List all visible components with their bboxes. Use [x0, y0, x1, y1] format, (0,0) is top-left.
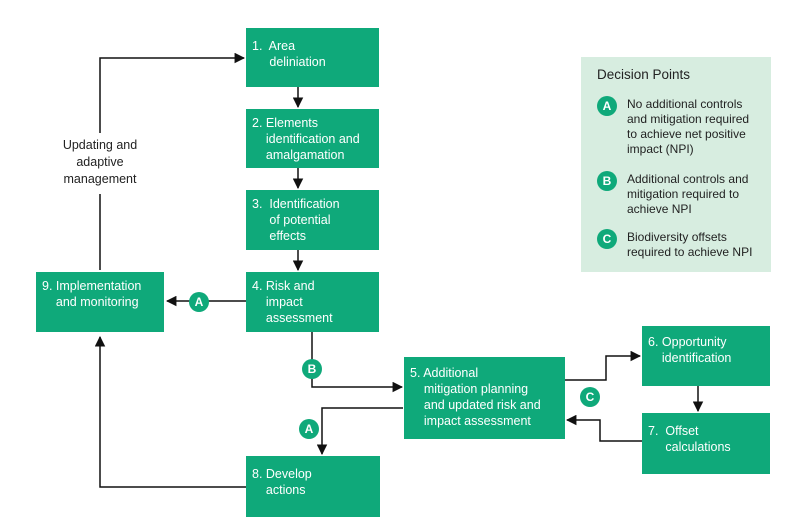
box-risk-impact-assessment-label: 4. Risk and impact assessment — [252, 279, 333, 325]
box-offset-calculations-label: 7. Offset calculations — [648, 424, 731, 454]
decision-badge-b: B — [302, 359, 322, 379]
arrow-7-to-5 — [565, 414, 642, 442]
box-develop-actions: 8. Develop actions — [246, 456, 380, 517]
legend-text-c: Biodiversity offsets required to achieve… — [627, 230, 753, 259]
decision-badge-a-lower: A — [299, 419, 319, 439]
box-elements-identification-label: 2. Elements identification and amalgamat… — [252, 116, 360, 162]
arrow-5-to-6 — [565, 350, 642, 381]
arrow-4-to-5 — [311, 332, 404, 393]
box-additional-mitigation-label: 5. Additional mitigation planning and up… — [410, 366, 541, 428]
box-develop-actions-label: 8. Develop actions — [252, 467, 312, 497]
box-identification-effects-label: 3. Identification of potential effects — [252, 197, 340, 243]
box-area-delineation: 1. Area deliniation — [246, 28, 379, 87]
decision-badge-a-left: A — [189, 292, 209, 312]
box-offset-calculations: 7. Offset calculations — [642, 413, 770, 474]
decision-points-legend: Decision Points A No additional controls… — [581, 57, 771, 272]
box-elements-identification: 2. Elements identification and amalgamat… — [246, 109, 379, 168]
legend-badge-a: A — [597, 96, 617, 116]
legend-text-b: Additional controls and mitigation requi… — [627, 172, 749, 216]
box-identification-effects: 3. Identification of potential effects — [246, 190, 379, 250]
box-implementation-monitoring: 9. Implementation and monitoring — [36, 272, 164, 332]
box-implementation-monitoring-label: 9. Implementation and monitoring — [42, 279, 142, 309]
decision-badge-c: C — [580, 387, 600, 407]
arrow-8-to-9 — [94, 335, 246, 488]
arrow-5-to-8 — [316, 407, 403, 456]
box-additional-mitigation: 5. Additional mitigation planning and up… — [404, 357, 565, 439]
arrow-9-to-1-loop — [99, 58, 244, 270]
box-opportunity-identification-label: 6. Opportunity identification — [648, 335, 732, 365]
box-opportunity-identification: 6. Opportunity identification — [642, 326, 770, 386]
legend-text-a: No additional controls and mitigation re… — [627, 97, 750, 156]
legend-title: Decision Points — [597, 67, 691, 82]
loop-label-updating: Updating and adaptive management — [62, 138, 138, 186]
box-area-delineation-label: 1. Area deliniation — [252, 39, 326, 69]
legend-badge-b: B — [597, 171, 617, 191]
legend-badge-c: C — [597, 229, 617, 249]
box-risk-impact-assessment: 4. Risk and impact assessment — [246, 272, 379, 332]
